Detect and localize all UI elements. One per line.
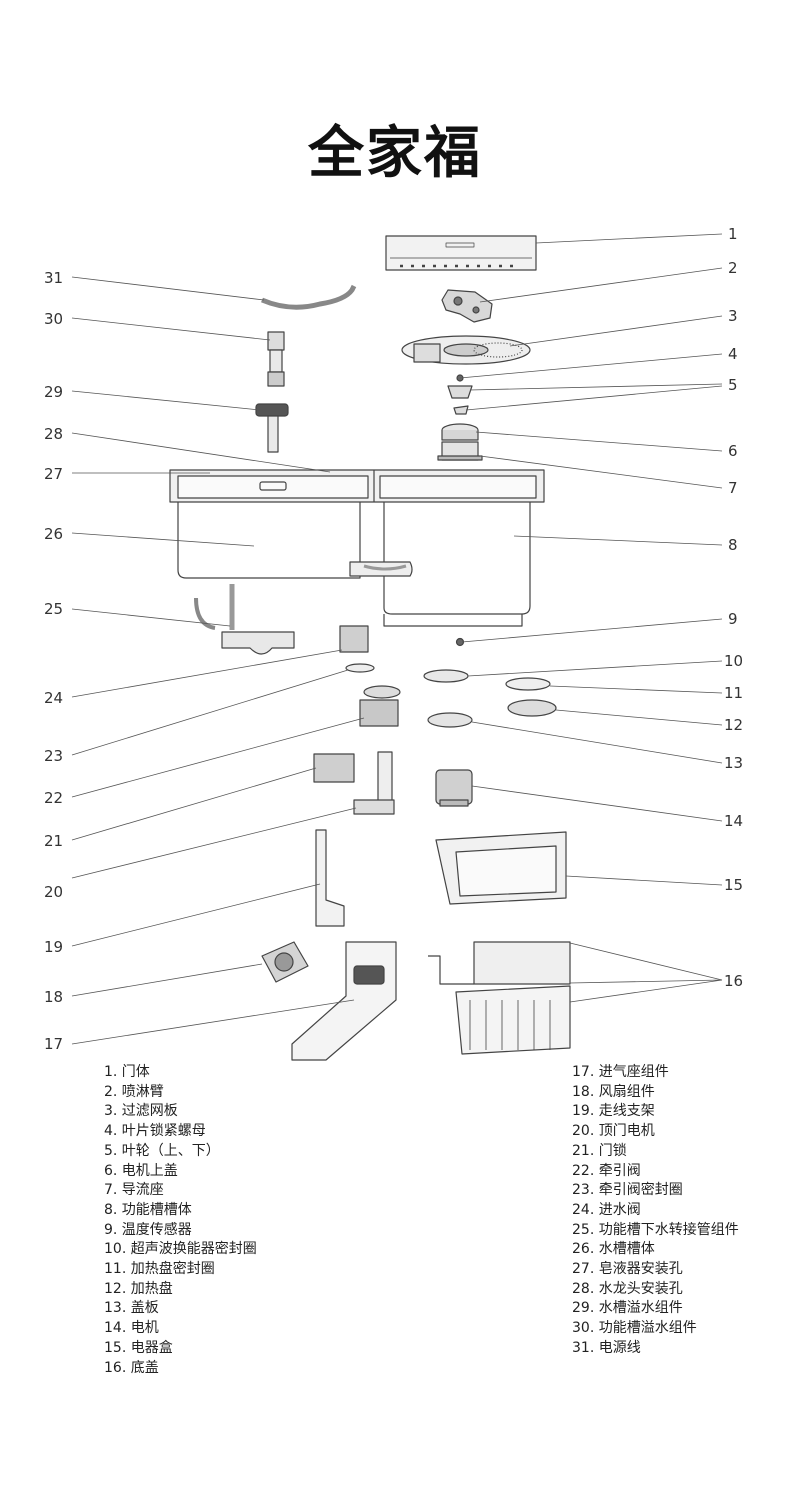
legend-item: 6. 电机上盖 (104, 1162, 178, 1179)
part-top-door-motor (353, 751, 395, 815)
part-electrical-box (435, 831, 567, 905)
page-title: 全家福 (308, 121, 482, 186)
callout-14: 14 (724, 812, 743, 830)
legend-item: 24. 进水阀 (572, 1201, 641, 1218)
legend-item: 27. 皂液器安装孔 (572, 1261, 683, 1278)
callout-28: 28 (44, 425, 63, 443)
callout-6: 6 (728, 442, 738, 460)
callout-9: 9 (728, 610, 738, 628)
legend-item: 5. 叶轮（上、下） (104, 1142, 220, 1159)
part-inlet-valve (339, 625, 369, 653)
part-wiring-bracket (315, 829, 345, 927)
legend-item: 12. 加热盘 (104, 1280, 173, 1297)
part-heating-seal (505, 677, 551, 691)
callout-numbers: 1 2 3 4 5 6 7 8 9 10 11 12 13 14 15 16 1… (44, 225, 743, 1053)
callout-12: 12 (724, 716, 743, 734)
callout-27: 27 (44, 465, 63, 483)
legend-item: 31. 电源线 (572, 1339, 641, 1356)
part-sink-overflow (255, 403, 289, 453)
part-fan (261, 941, 309, 983)
legend-item: 26. 水槽槽体 (572, 1241, 655, 1258)
legend-item: 28. 水龙头安装孔 (572, 1280, 683, 1297)
callout-25: 25 (44, 600, 63, 618)
callout-23: 23 (44, 747, 63, 765)
part-filter-plate (401, 335, 531, 365)
callout-30: 30 (44, 310, 63, 328)
callout-19: 19 (44, 938, 63, 956)
callout-4: 4 (728, 345, 738, 363)
part-valve-seal (345, 663, 375, 673)
callout-18: 18 (44, 988, 63, 1006)
legend-item: 30. 功能槽溢水组件 (572, 1320, 697, 1337)
part-motor-cover (441, 423, 479, 441)
callout-22: 22 (44, 789, 63, 807)
legend-item: 13. 盖板 (104, 1300, 159, 1317)
legend-item: 3. 过滤网板 (104, 1103, 178, 1120)
callout-10: 10 (724, 652, 743, 670)
callout-29: 29 (44, 383, 63, 401)
legend-item: 22. 牵引阀 (572, 1162, 641, 1179)
callout-8: 8 (728, 536, 738, 554)
part-sink-body (169, 469, 545, 627)
leader-lines (71, 233, 723, 1045)
parts-legend-left: 1. 门体 2. 喷淋臂 3. 过滤网板 4. 叶片锁紧螺母 5. 叶轮（上、下… (104, 1063, 257, 1378)
legend-item: 9. 温度传感器 (104, 1221, 192, 1238)
legend-item: 1. 门体 (104, 1064, 150, 1080)
legend-item: 16. 底盖 (104, 1359, 159, 1376)
part-door-lock (313, 753, 355, 783)
callout-2: 2 (728, 259, 738, 277)
part-spray-arm (441, 289, 493, 323)
part-bottom-cover (428, 941, 571, 1055)
part-drain-adapter (194, 584, 295, 655)
legend-item: 8. 功能槽槽体 (104, 1201, 192, 1218)
callout-15: 15 (724, 876, 743, 894)
legend-item: 7. 导流座 (104, 1182, 164, 1199)
legend-item: 2. 喷淋臂 (104, 1083, 164, 1100)
legend-item: 25. 功能槽下水转接管组件 (572, 1221, 739, 1238)
part-door (385, 235, 537, 271)
part-heating-plate (507, 699, 557, 717)
legend-item: 29. 水槽溢水组件 (572, 1300, 683, 1317)
part-flow-guide (437, 441, 483, 461)
legend-item: 10. 超声波换能器密封圈 (104, 1241, 257, 1258)
legend-item: 14. 电机 (104, 1320, 159, 1337)
legend-item: 15. 电器盒 (104, 1339, 173, 1356)
callout-7: 7 (728, 479, 738, 497)
callout-16: 16 (724, 972, 743, 990)
part-traction-valve (359, 685, 401, 727)
legend-item: 18. 风扇组件 (572, 1083, 655, 1100)
callout-3: 3 (728, 307, 738, 325)
part-power-cord (261, 284, 357, 310)
callout-13: 13 (724, 754, 743, 772)
callout-1: 1 (728, 225, 738, 243)
callout-17: 17 (44, 1035, 63, 1053)
parts-legend-right: 17. 进气座组件 18. 风扇组件 19. 走线支架 20. 顶门电机 21.… (572, 1063, 739, 1359)
callout-24: 24 (44, 689, 63, 707)
part-function-overflow (267, 331, 285, 387)
callout-20: 20 (44, 883, 63, 901)
legend-item: 23. 牵引阀密封圈 (572, 1182, 683, 1199)
part-impeller (447, 385, 473, 415)
legend-item: 4. 叶片锁紧螺母 (104, 1123, 206, 1140)
part-motor (435, 769, 473, 807)
legend-item: 11. 加热盘密封圈 (104, 1261, 215, 1278)
part-air-inlet (291, 941, 397, 1061)
legend-item: 19. 走线支架 (572, 1103, 655, 1120)
callout-11: 11 (724, 684, 743, 702)
callout-21: 21 (44, 832, 63, 850)
part-ultrasonic-seal (423, 669, 469, 683)
legend-item: 20. 顶门电机 (572, 1123, 655, 1140)
part-cover-plate (427, 712, 473, 728)
legend-item: 21. 门锁 (572, 1142, 627, 1159)
callout-31: 31 (44, 269, 63, 287)
callout-5: 5 (728, 376, 738, 394)
callout-26: 26 (44, 525, 63, 543)
legend-item: 17. 进气座组件 (572, 1064, 669, 1080)
